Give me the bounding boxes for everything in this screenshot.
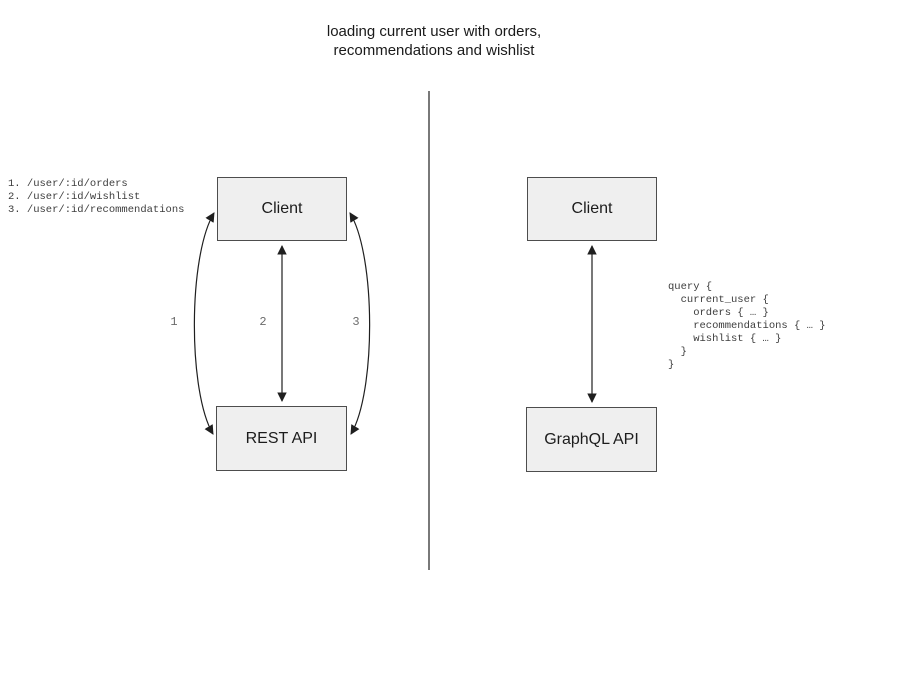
rest-api-box: REST API (216, 406, 347, 471)
arrow-label-1: 1 (170, 315, 178, 329)
arrow-label-2: 2 (259, 315, 267, 329)
rest-api-box-label: REST API (245, 429, 318, 447)
client-box-left-label: Client (261, 200, 303, 217)
rest-arrow-3-curve (349, 212, 371, 435)
graphql-api-box: GraphQL API (526, 407, 657, 472)
graphql-query-annotation: query { current_user { orders { … } reco… (668, 281, 826, 371)
arrow-label-3: 3 (352, 315, 360, 329)
graphql-api-box-label: GraphQL API (544, 430, 639, 448)
rest-arrow-1-curve (193, 212, 215, 435)
client-box-left: Client (217, 177, 347, 241)
rest-endpoints-annotation: 1. /user/:id/orders 2. /user/:id/wishlis… (8, 178, 185, 216)
client-box-right-label: Client (571, 200, 613, 217)
client-box-right: Client (527, 177, 657, 241)
diagram-title: loading current user with orders, recomm… (326, 23, 542, 59)
